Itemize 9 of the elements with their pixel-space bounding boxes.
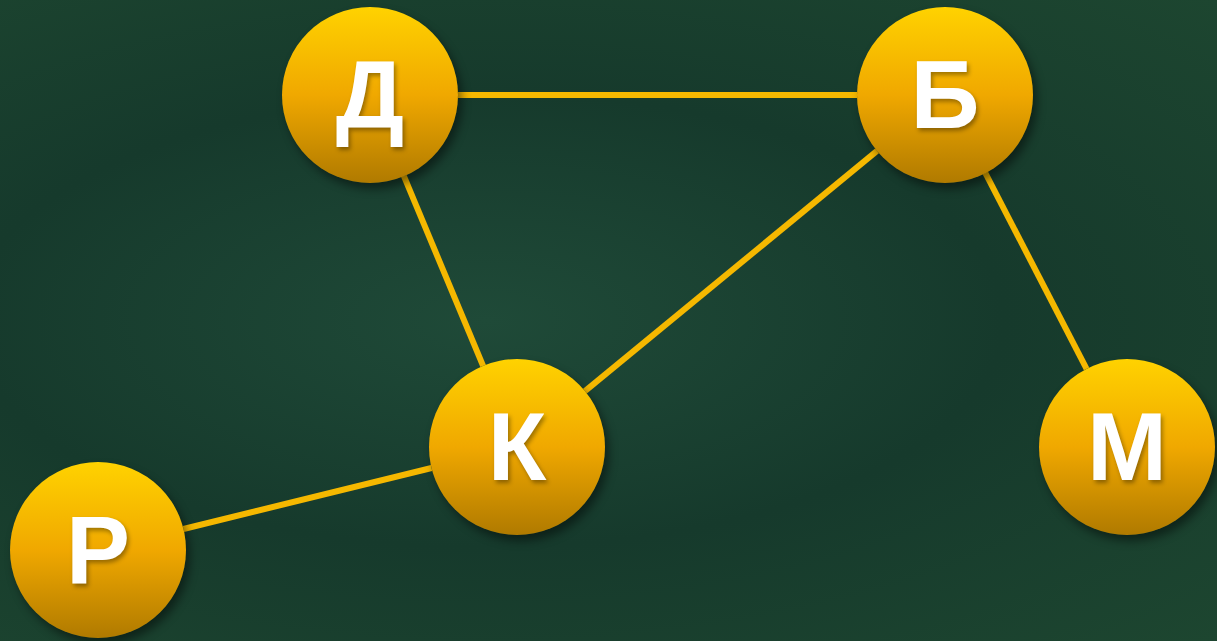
- connector-line: [458, 92, 857, 98]
- connector-line: [583, 148, 879, 394]
- connector-line: [182, 465, 433, 532]
- node-letter: Р: [66, 502, 130, 598]
- connector-line: [401, 175, 486, 367]
- node-letter: М: [1087, 399, 1167, 495]
- node-letter: Б: [910, 47, 980, 143]
- node-letter: К: [487, 399, 547, 495]
- connector-line: [982, 171, 1090, 371]
